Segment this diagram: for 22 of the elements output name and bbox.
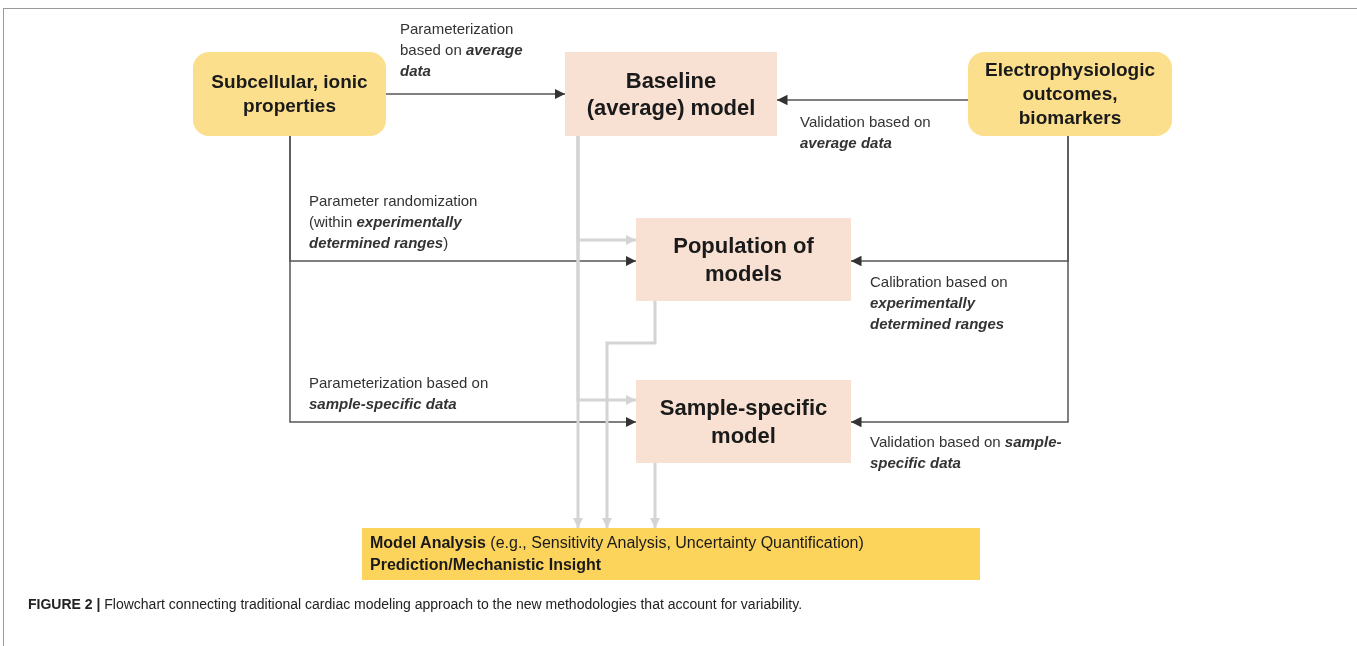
arrow: [601, 301, 657, 528]
process-box: Electrophysiologic outcomes, biomarkers: [968, 52, 1172, 136]
arrow: [649, 463, 661, 528]
edge-label: Validation based on average data: [800, 112, 932, 153]
edge-label: Parameterization based on average data: [400, 19, 524, 81]
arrow: [776, 94, 969, 106]
bar-text: Prediction/Mechanistic Insight: [370, 555, 602, 575]
edge-label: Parameterization based on sample-specific data: [309, 373, 490, 414]
edge-label: Calibration based on experimentally determined ranges: [870, 272, 1009, 334]
edge-label: Validation based on sample-specific data: [870, 432, 1063, 473]
result-bar: [362, 528, 980, 580]
edge-label: Parameter randomization (within experimentally determined ranges): [309, 191, 479, 253]
process-box: Subcellular, ionic properties: [193, 52, 386, 136]
arrow: [385, 88, 566, 100]
arrow: [576, 136, 636, 406]
bar-text: Model Analysis (e.g., Sensitivity Analysis, Uncertainty Quantification): [370, 533, 864, 553]
arrow: [289, 135, 637, 428]
process-box: Population of models: [636, 218, 851, 301]
arrow: [850, 135, 1069, 428]
process-box: Baseline (average) model: [565, 52, 777, 136]
figure-caption: FIGURE 2 | Flowchart connecting traditional cardiac modeling approach to the new methodologies that account for variability.: [28, 595, 803, 614]
process-box: Sample-specific model: [636, 380, 851, 463]
